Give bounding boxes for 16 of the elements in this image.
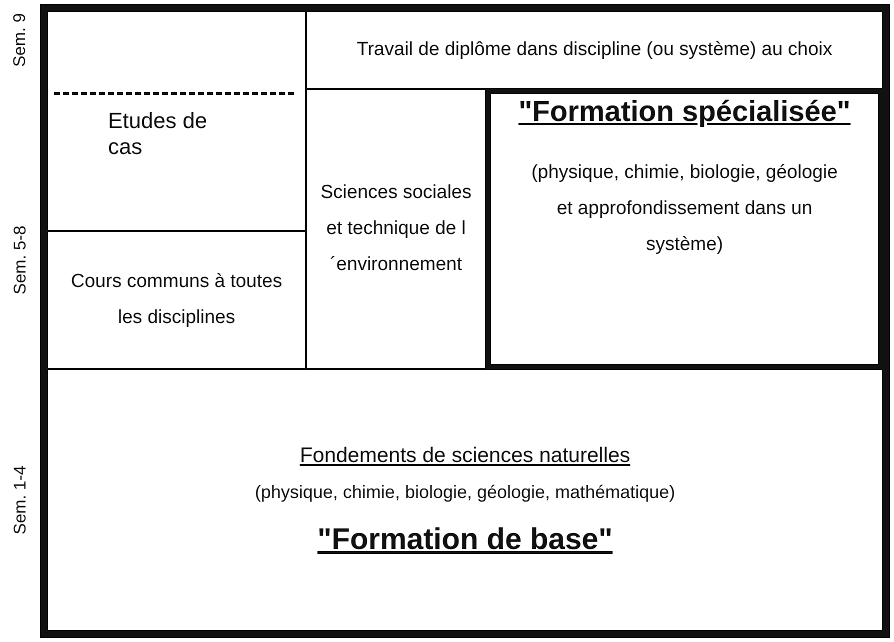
- box-text: Cours communs à toutes les disciplines: [70, 270, 284, 330]
- semester-label: Sem. 9: [10, 13, 30, 67]
- box-text: (physique, chimie, biologie, géologie et approfondissement dans un système): [530, 161, 839, 258]
- heading: "Formation spécialisée": [518, 96, 851, 129]
- table-box: [485, 88, 884, 370]
- table-box: [305, 10, 884, 90]
- box-text: Etudes de cas: [108, 108, 208, 160]
- box-text: (physique, chimie, biologie, géologie, mathématique): [254, 482, 676, 502]
- box-text: Travail de diplôme dans discipline (ou système) au choix: [356, 39, 832, 61]
- table-box: [46, 368, 884, 632]
- heading: "Formation de base": [317, 522, 613, 556]
- semester-label: Sem. 1-4: [10, 466, 30, 534]
- box-text: Sciences sociales et technique de l´environnement: [319, 180, 473, 278]
- semester-label: Sem. 5-8: [10, 226, 30, 294]
- heading: Fondements de sciences naturelles: [300, 444, 630, 468]
- table-box: [46, 10, 307, 232]
